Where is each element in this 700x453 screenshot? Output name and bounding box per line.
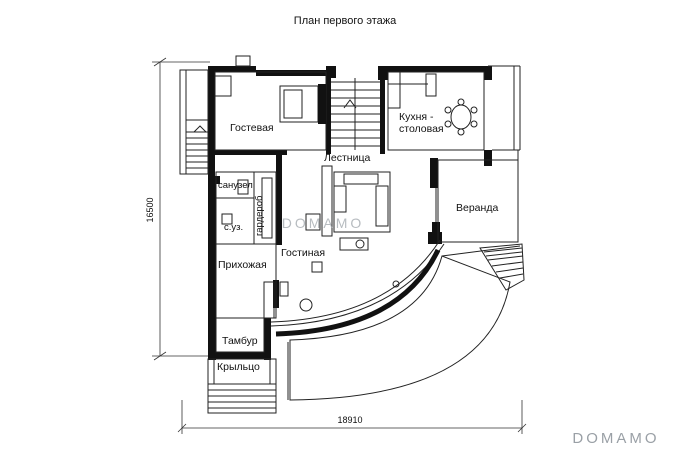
stair-steps xyxy=(331,78,380,150)
dimension-width-label: 18910 xyxy=(337,415,362,425)
room-label-bathroom: санузел xyxy=(218,180,253,191)
watermark-corner: DOMAMO xyxy=(572,430,659,447)
dimension-height: 16500 xyxy=(145,57,210,361)
room-label-guest: Гостевая xyxy=(230,122,274,134)
room-label-living: Гостиная xyxy=(281,247,325,259)
curved-terrace xyxy=(270,239,525,401)
dimension-height-label: 16500 xyxy=(145,197,155,222)
room-label-bathroom-small: с.уз. xyxy=(224,222,243,233)
room-label-vestibule: Тамбур xyxy=(222,335,258,347)
room-label-hall: Прихожая xyxy=(218,259,267,271)
plan-title: План первого этажа xyxy=(294,15,397,27)
exterior-walls xyxy=(208,66,492,360)
room-label-stairs: Лестница xyxy=(324,152,370,164)
room-label-kitchen-line2: столовая xyxy=(399,123,444,135)
room-label-porch: Крыльцо xyxy=(217,361,260,373)
room-label-kitchen-line1: Кухня - xyxy=(399,111,434,123)
room-label-wardrobe: гардероб xyxy=(254,195,265,236)
dimension-width: 18910 xyxy=(177,400,527,434)
room-label-veranda: Веранда xyxy=(456,202,498,214)
watermark-center: DOMAMO xyxy=(282,215,365,231)
interior-outlines xyxy=(179,55,525,414)
porch-steps xyxy=(207,358,277,414)
